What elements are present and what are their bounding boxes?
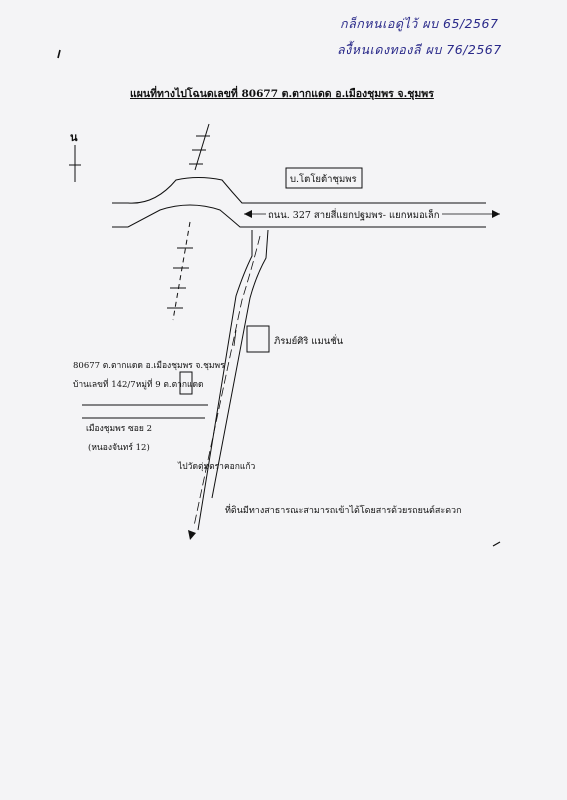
house-number: บ้านเลขที่ 142/7 (73, 380, 136, 390)
tambon: ต.ตากแดด (163, 380, 204, 390)
access-note: ที่ดินมีทางสาธารณะสามารถเข้าได้โดยสารด้ว… (225, 506, 462, 516)
parcel-location-label: 80677 ต.ตากแดด อ.เมืองชุมพร จ.ชุมพร (73, 361, 225, 371)
mansion-building (246, 325, 270, 353)
soi-label: เมืองชุมพร ซอย 2 (86, 424, 152, 434)
railway-north (189, 123, 210, 171)
soi-road (82, 404, 208, 419)
mansion-label: ภิรมย์ศิริ แมนชั่น (274, 336, 344, 347)
handwritten-note-1: กล็กหนเอดู่ไว้ ผบ 65/2567 (340, 16, 499, 31)
stray-mark (57, 49, 61, 59)
map-title: แผนที่ทางไปโฉนดเลขที่ 80677 ต.ตากแดด อ.เ… (130, 88, 434, 100)
soi-alt-label: (หนองจันทร์ 12) (88, 443, 150, 453)
direction-label: ไปวัดตุ่มตราคอกแก้ว (178, 462, 256, 472)
north-arrow-icon (69, 145, 81, 182)
toyota-box (285, 167, 363, 189)
toyota-label: บ.โตโยต้าชุมพร (290, 174, 357, 185)
railway-south (167, 221, 193, 321)
highway-label: ถนน. 327 สายสี่แยกปฐมพร- แยกหมอเล็ก (266, 208, 442, 223)
stray-mark-2 (492, 541, 501, 547)
house-number-line: บ้านเลขที่ 142/7หมู่ที่ 9 ต.ตากแดด (73, 377, 204, 391)
north-label: น (70, 131, 78, 144)
branch-road (188, 229, 269, 540)
handwritten-note-2: ลงื้หนเดงทองลี ผบ 76/2567 (337, 42, 502, 57)
parcel-marker (179, 371, 193, 395)
moo-number: หมู่ที่ 9 (135, 380, 161, 390)
